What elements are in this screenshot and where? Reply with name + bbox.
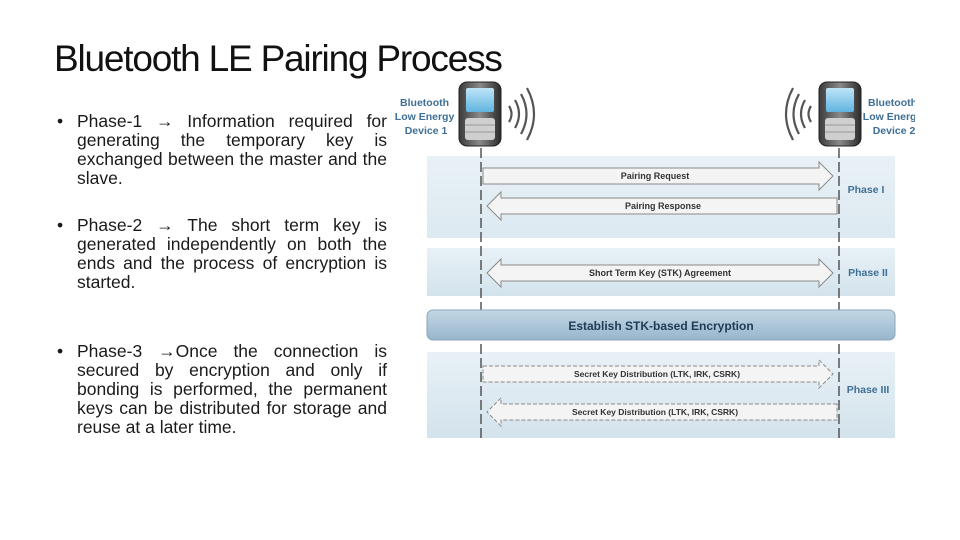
device-1-phone-icon (458, 81, 502, 147)
page-title: Bluetooth LE Pairing Process (54, 38, 503, 79)
bullet-marker: • (57, 111, 64, 131)
phase-3-label: Phase III (847, 384, 890, 396)
device-1-label: Bluetooth Low Energy Device 1 (395, 97, 457, 137)
stk-agreement-label: Short Term Key (STK) Agreement (589, 268, 731, 278)
bullet-phase-3: • Phase-3 →Once the connection is secure… (57, 342, 387, 437)
device-2-phone-icon (818, 81, 862, 147)
stk-agreement-arrow (486, 257, 834, 289)
bullet-text: Phase-2 → The short term key is generate… (77, 215, 387, 292)
phase-1-label: Phase I (848, 184, 885, 196)
key-distribution-right-arrow (482, 358, 834, 390)
pairing-response-label: Pairing Response (625, 201, 701, 211)
phase-3-band (427, 352, 895, 438)
device-2-signal-icon (784, 87, 812, 141)
pairing-response-arrow (486, 190, 838, 222)
pairing-request-label: Pairing Request (621, 171, 690, 181)
phase-2-label: Phase II (848, 267, 888, 279)
establish-encryption-label: Establish STK-based Encryption (568, 319, 753, 333)
bullet-marker: • (57, 341, 64, 361)
key-distribution-right-label: Secret Key Distribution (LTK, IRK, CSRK) (574, 369, 740, 379)
bullet-phase-1: • Phase-1 → Information required for gen… (57, 112, 387, 188)
bullet-phase-2: • Phase-2 → The short term key is genera… (57, 216, 387, 292)
bullet-marker: • (57, 215, 64, 235)
pairing-request-arrow (482, 160, 834, 192)
pairing-sequence-diagram: Bluetooth Low Energy Device 1 Bluetooth … (395, 81, 915, 438)
bullet-text: Phase-3 →Once the connection is secured … (77, 341, 387, 437)
key-distribution-left-arrow (486, 396, 838, 428)
bullet-text: Phase-1 → Information required for gener… (77, 111, 387, 188)
device-1-signal-icon (508, 87, 536, 141)
establish-encryption-bar (426, 309, 896, 341)
device-2-label: Bluetooth Low Energy Device 2 (863, 97, 915, 137)
key-distribution-left-label: Secret Key Distribution (LTK, IRK, CSRK) (572, 407, 738, 417)
